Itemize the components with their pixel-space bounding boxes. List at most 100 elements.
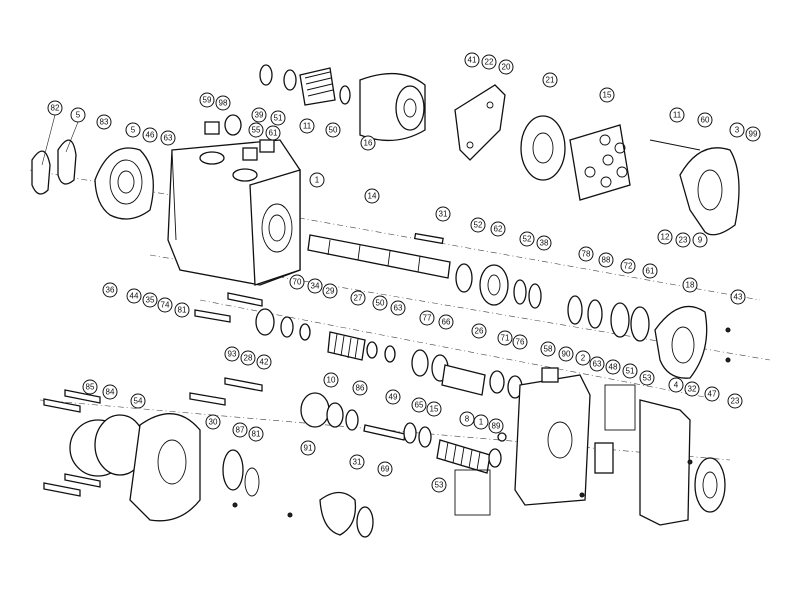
callout-59: 59: [199, 92, 215, 108]
svg-text:27: 27: [354, 294, 363, 303]
svg-text:59: 59: [203, 96, 212, 105]
svg-text:20: 20: [502, 63, 511, 72]
callout-31b: 31: [349, 454, 365, 470]
svg-text:15: 15: [430, 405, 439, 414]
svg-text:85: 85: [86, 383, 95, 392]
svg-text:91: 91: [304, 444, 313, 453]
callout-36: 36: [102, 282, 118, 298]
callout-1: 1: [309, 172, 325, 188]
svg-text:88: 88: [602, 256, 611, 265]
cover-plate: [594, 384, 726, 526]
callout-66: 66: [438, 314, 454, 330]
svg-text:1: 1: [479, 418, 484, 427]
callout-76: 76: [512, 334, 528, 350]
callout-44: 44: [126, 288, 142, 304]
svg-text:53: 53: [435, 481, 444, 490]
svg-text:71: 71: [501, 334, 510, 343]
svg-text:54: 54: [134, 397, 143, 406]
svg-text:46: 46: [146, 131, 155, 140]
svg-text:39: 39: [255, 111, 264, 120]
callout-10: 10: [323, 372, 339, 388]
svg-text:89: 89: [492, 422, 501, 431]
svg-text:86: 86: [356, 384, 365, 393]
svg-text:2: 2: [581, 354, 586, 363]
callout-29: 29: [322, 283, 338, 299]
svg-text:98: 98: [219, 99, 228, 108]
callout-14: 14: [364, 188, 380, 204]
svg-text:66: 66: [442, 318, 451, 327]
callout-86: 86: [352, 380, 368, 396]
svg-text:63: 63: [164, 134, 173, 143]
callout-52: 52: [470, 217, 486, 233]
svg-text:55: 55: [252, 126, 261, 135]
callout-54: 54: [130, 393, 146, 409]
svg-text:23: 23: [731, 397, 740, 406]
lever-bracket: [454, 84, 506, 161]
callout-35: 35: [142, 292, 158, 308]
callout-78: 78: [578, 246, 594, 262]
svg-text:9: 9: [698, 236, 703, 245]
mounting-flange: [654, 305, 708, 379]
svg-text:78: 78: [582, 250, 591, 259]
callout-63c: 63: [589, 356, 605, 372]
callout-39: 39: [251, 107, 267, 123]
callout-72: 72: [620, 258, 636, 274]
callout-41: 41: [464, 52, 480, 68]
svg-text:62: 62: [494, 225, 503, 234]
port-plate: [520, 115, 566, 181]
svg-text:77: 77: [423, 314, 432, 323]
svg-text:81: 81: [178, 306, 187, 315]
callout-labels: 82 5 83 5 46 63 59 98 39 51 55 61 11 50 …: [41, 52, 761, 493]
callout-47: 47: [704, 386, 720, 402]
svg-text:58: 58: [544, 345, 553, 354]
svg-text:69: 69: [381, 465, 390, 474]
callout-2: 2: [575, 350, 591, 366]
callout-30: 30: [205, 414, 221, 430]
svg-text:23: 23: [679, 236, 688, 245]
svg-text:49: 49: [389, 393, 398, 402]
callout-82: 82: [47, 100, 63, 116]
callout-58: 58: [540, 341, 556, 357]
callout-87: 87: [232, 422, 248, 438]
callout-98: 98: [215, 95, 231, 111]
svg-text:74: 74: [161, 301, 170, 310]
callout-85: 85: [82, 379, 98, 395]
svg-text:72: 72: [624, 262, 633, 271]
svg-text:61: 61: [646, 267, 655, 276]
callout-18: 18: [682, 277, 698, 293]
callout-65: 65: [411, 397, 427, 413]
svg-text:51: 51: [626, 367, 635, 376]
svg-text:8: 8: [465, 415, 470, 424]
svg-text:14: 14: [368, 192, 377, 201]
callout-81b: 81: [248, 426, 264, 442]
svg-text:51: 51: [274, 114, 283, 123]
svg-text:52: 52: [474, 221, 483, 230]
swash-plate-right: [649, 139, 740, 236]
callout-74: 74: [157, 297, 173, 313]
callout-23: 23: [675, 232, 691, 248]
svg-text:52: 52: [523, 235, 532, 244]
callout-11: 11: [299, 118, 315, 134]
svg-text:82: 82: [51, 104, 60, 113]
callout-69: 69: [377, 461, 393, 477]
svg-text:31: 31: [353, 458, 362, 467]
svg-text:4: 4: [674, 381, 679, 390]
bearing-rings: [455, 263, 650, 342]
svg-text:29: 29: [326, 287, 335, 296]
callout-99: 99: [745, 126, 761, 142]
callout-53: 53: [639, 370, 655, 386]
callout-46: 46: [142, 127, 158, 143]
svg-text:42: 42: [260, 358, 269, 367]
svg-text:87: 87: [236, 426, 245, 435]
control-valve-parts: [255, 308, 523, 399]
drive-shaft: [307, 232, 451, 279]
callout-15b: 15: [426, 401, 442, 417]
svg-text:61: 61: [269, 129, 278, 138]
callout-55: 55: [248, 122, 264, 138]
bolts: [43, 292, 263, 497]
callout-71: 71: [497, 330, 513, 346]
svg-text:26: 26: [475, 327, 484, 336]
callout-38: 38: [536, 235, 552, 251]
svg-text:84: 84: [106, 388, 115, 397]
